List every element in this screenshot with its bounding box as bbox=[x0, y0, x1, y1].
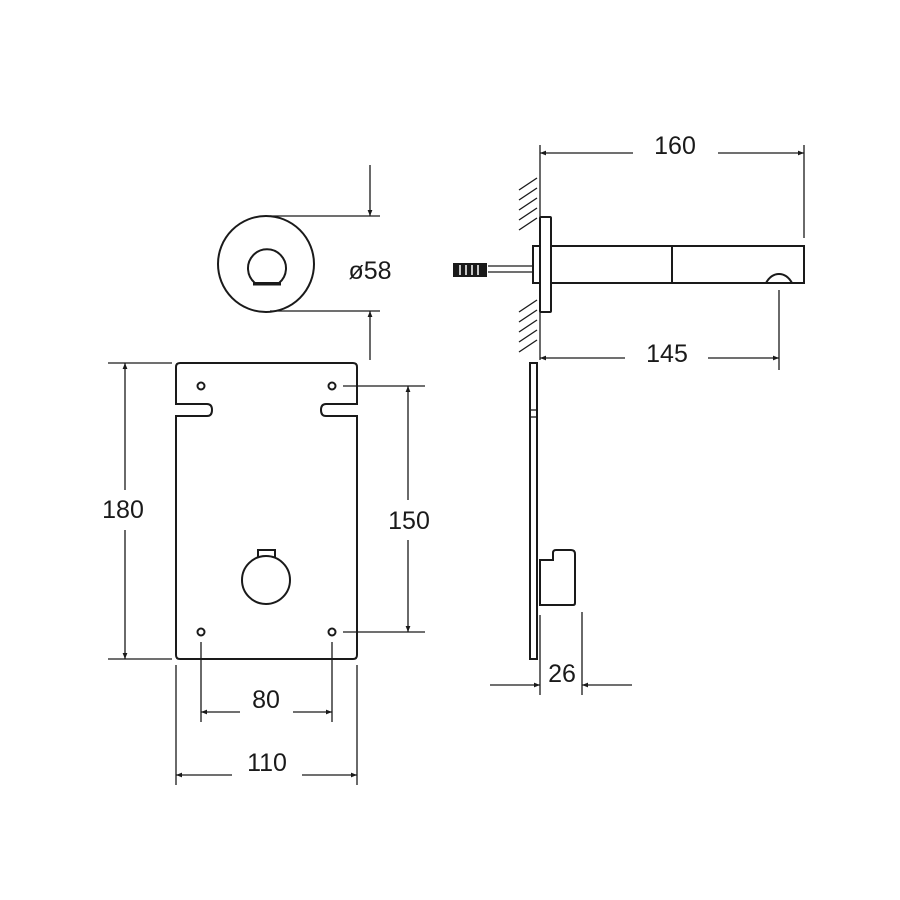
mounting-hole bbox=[327, 627, 337, 637]
dimension-rosette-diameter: ø58 bbox=[348, 257, 391, 285]
dimension-110-lines bbox=[175, 665, 358, 785]
rosette-front-view bbox=[217, 165, 380, 360]
mounting-hole bbox=[327, 381, 337, 391]
dimension-80-lines bbox=[200, 642, 333, 722]
wall-hatching bbox=[518, 177, 538, 353]
dimension-plate-height: 180 bbox=[102, 496, 144, 524]
dimension-180-lines bbox=[108, 362, 172, 660]
mounting-hole bbox=[196, 381, 206, 391]
dimension-box-depth: 26 bbox=[548, 660, 576, 688]
spout-side-view bbox=[453, 145, 805, 360]
dimension-150-lines bbox=[343, 385, 425, 633]
dimension-projection: 145 bbox=[646, 340, 688, 368]
dimension-hole-spacing-horizontal: 80 bbox=[252, 686, 280, 714]
dimension-160-lines bbox=[540, 145, 805, 238]
dimension-26-lines bbox=[490, 612, 632, 695]
dimension-overall-length: 160 bbox=[654, 132, 696, 160]
dimension-hole-spacing-vertical: 150 bbox=[388, 507, 430, 535]
mounting-plate-front-view bbox=[175, 362, 358, 660]
valve-knob bbox=[241, 555, 291, 605]
plate-side-view bbox=[529, 362, 576, 660]
dimension-145-lines bbox=[540, 290, 780, 370]
dimension-plate-width: 110 bbox=[247, 749, 287, 777]
mounting-hole bbox=[196, 627, 206, 637]
cable-connector bbox=[453, 263, 487, 277]
